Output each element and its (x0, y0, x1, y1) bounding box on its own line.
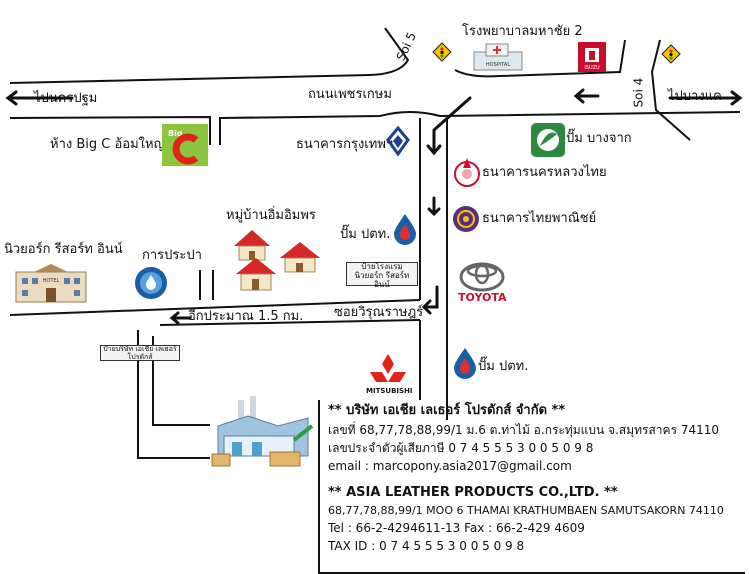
company-driveway-a (137, 330, 210, 459)
hotel-badge-text: HOTEL (43, 278, 60, 284)
scb-bank-icon (452, 205, 480, 237)
village-houses-icon (230, 226, 330, 306)
toyota-icon (458, 262, 506, 296)
to-nakhon-pathom-label: ไปนครปฐม (34, 91, 98, 106)
bangkok-bank-label: ธนาคารกรุงเทพฯ (296, 137, 394, 152)
soi-wiroon-top (9, 299, 421, 316)
company-address-th: เลขที่ 68,77,78,88,99/1 ม.6 ต.ท่าไม้ อ.ก… (328, 423, 719, 437)
mitsubishi-icon (366, 352, 410, 392)
bangchak-label: ปั๊ม บางจาก (566, 131, 632, 146)
company-address-en: 68,77,78,88,99/1 MOO 6 THAMAI KRATHUMBAE… (328, 504, 724, 517)
bangkok-bank-icon (386, 125, 410, 160)
soi4-label: Soi 4 (631, 77, 646, 108)
company-tax-th: เลขประจำตัวผู้เสียภาษี 0 7 4 5 5 5 3 0 0… (328, 441, 594, 455)
ptt-drop-icon-2 (452, 346, 478, 384)
big-c-label: ห้าง Big C อ้อมใหญ่ (50, 137, 165, 152)
highway-top-edge-right (454, 39, 626, 78)
hotel-icon: HOTEL (14, 262, 88, 308)
bangchak-icon (530, 122, 566, 158)
ptt-station-label-2: ปั๊ม ปตท. (478, 359, 529, 374)
factory-icon (208, 396, 318, 476)
company-phone: Tel : 66-2-4294611-13 Fax : 66-2-429 460… (328, 521, 585, 535)
new-york-resort-label: นิวยอร์ก รีสอร์ท อินน์ (4, 242, 123, 257)
ptt-station-label-1: ปั๊ม ปตท. (340, 227, 391, 242)
hospital-label: โรงพยาบาลมหาชัย 2 (462, 24, 583, 39)
company-driveway-b (152, 336, 210, 426)
traffic-light-icon-2 (661, 44, 681, 68)
krungthai-bank-icon (452, 154, 482, 192)
arrow-left-highway (573, 88, 600, 104)
company-email[interactable]: email : marcopony.asia2017@gmail.com (328, 459, 572, 473)
toyota-label: TOYOTA (458, 291, 507, 304)
company-info-panel: ** บริษัท เอเชีย เลเธอร์ โปรดักส์ จำกัด … (318, 400, 745, 574)
hospital-badge-text: HOSPITAL (486, 62, 510, 68)
hotel-signboard: ป้ายโรงแรม นิวยอร์ก รีสอร์ท อินน์ (346, 262, 418, 288)
to-bang-khae-label: ไปบางแค (668, 89, 722, 104)
bigc-badge-text: Big (168, 129, 183, 138)
ptt-drop-icon-1 (392, 212, 418, 250)
isuzu-badge-text: ISUZU (584, 65, 600, 71)
highway-top-edge (9, 27, 410, 84)
highway-bottom-mid (219, 111, 741, 145)
soi-wiroon-bottom (159, 319, 421, 326)
arrow-down-main (427, 196, 441, 217)
mitsubishi-label: MITSUBISHI (366, 387, 413, 395)
waterworks-icon (134, 266, 168, 304)
village-label: หมู่บ้านอิ่มอิมพร (226, 208, 316, 223)
soi-wiroon-label: ซอยวิรุณราษฎร์ (334, 305, 424, 320)
phetkasem-road-label: ถนนเพชรเกษม (308, 87, 392, 102)
krungthai-bank-label: ธนาคารนครหลวงไทย (482, 165, 607, 180)
scb-bank-label: ธนาคารไทยพาณิชย์ (482, 211, 597, 226)
arrow-left-distance (169, 311, 192, 325)
soi4-road (650, 39, 691, 141)
arrow-left-nakhon-pathom (5, 90, 74, 106)
isuzu-icon: ISUZU (578, 42, 606, 72)
company-signboard: ป้ายบริษัท เอเชีย เลเธอร์ โปรดักส์ (100, 345, 180, 361)
highway-bottom-edge (9, 115, 211, 145)
arrow-turn-soi (421, 285, 439, 315)
distance-label: อีกประมาณ 1.5 กม. (188, 309, 304, 324)
waterworks-label: การประปา (142, 248, 202, 263)
hospital-icon: HOSPITAL (470, 42, 526, 72)
company-name-en: ** ASIA LEATHER PRODUCTS CO.,LTD. ** (328, 485, 618, 500)
arrow-uturn (426, 96, 472, 156)
arrow-right-bang-khae (668, 90, 743, 106)
big-c-logo-icon: Big (162, 124, 208, 166)
company-tax-en: TAX ID : 0 7 4 5 5 5 3 0 0 5 0 9 8 (328, 539, 525, 553)
traffic-light-icon (432, 42, 452, 66)
company-name-th: ** บริษัท เอเชีย เลเธอร์ โปรดักส์ จำกัด … (328, 403, 566, 418)
